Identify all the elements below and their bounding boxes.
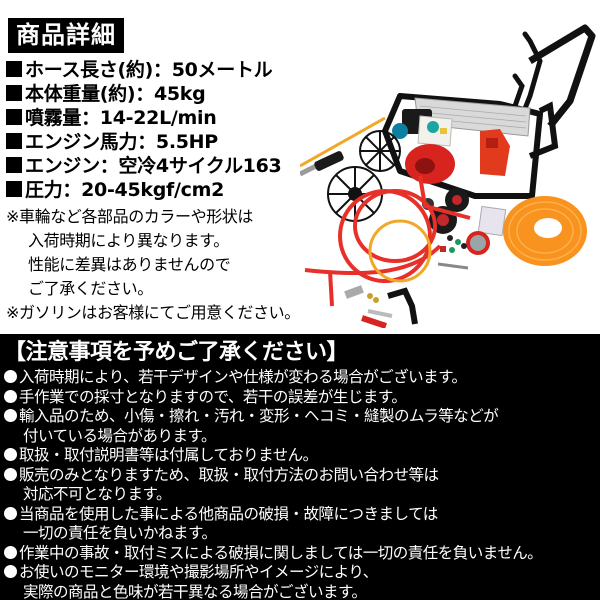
bullet-icon [4,370,17,383]
spec-pressure: 圧力：20-45kgf/cm2 [6,178,281,202]
bullet-icon [4,409,17,422]
product-details-section: 商品詳細 ホース長さ(約)：50メートル 本体重量(約)：45kg 噴霧量：14… [6,18,596,328]
caution-title: 【注意事項を予めご了承ください】 [4,340,349,365]
bullet-icon [4,467,17,481]
bullet-icon [4,545,17,559]
bullet-icon [4,506,17,520]
caution-item-continuation: 対応不可となります。 [23,485,172,503]
section-title: 商品詳細 [8,18,124,53]
spec-engine-power: エンジン馬力：5.5HP [6,130,281,154]
square-bullet-icon [6,85,22,101]
square-bullet-icon [6,157,22,173]
caution-item: 取扱・取付説明書等は付属しておりません。 [4,446,542,466]
caution-item-continuation: 実際の商品と色味が若干異なる場合がございます。 [23,582,367,600]
spec-list: ホース長さ(約)：50メートル 本体重量(約)：45kg 噴霧量：14-22L/… [6,58,282,202]
notes: ※車輪など各部品のカラーや形状は 入荷時期により異なります。 性能に差異はありま… [6,205,300,325]
note-gasoline: ※ガソリンはお客様にてご用意ください。 [6,303,300,322]
note-color-shape-cont1: 入荷時期により異なります。 [28,231,229,250]
square-bullet-icon [6,109,22,125]
engine-sprayer-product-photo-icon [300,24,596,328]
caution-item-continuation: 一切の責任を負いかねます。 [23,524,217,542]
note-color-shape-cont2: 性能に差異はありませんので [28,255,231,274]
spec-weight: 本体重量(約)：45kg [6,82,281,106]
caution-item: 入荷時期により、若干デザインや仕様が変わる場合がございます。 [4,368,542,388]
spec-engine-type: エンジン：空冷4サイクル163 [6,154,282,178]
square-bullet-icon [6,181,22,197]
caution-item: 手作業での採寸となりますので、若干の誤差が生じます。 [4,388,542,408]
caution-item: 輸入品のため、小傷・擦れ・汚れ・変形・ヘコミ・縫製のムラ等などが [4,407,542,427]
bullet-icon [4,565,17,578]
spec-spray-volume: 噴霧量：14-22L/min [6,106,281,130]
caution-item-continuation: 付いている場合があります。 [23,426,217,445]
spec-hose-length: ホース長さ(約)：50メートル [6,58,281,82]
note-color-shape: ※車輪など各部品のカラーや形状は [6,207,254,226]
square-bullet-icon [6,61,22,77]
caution-item: 作業中の事故・取付ミスによる破損に関しましては一切の責任を負いません。 [4,544,543,564]
caution-list: 入荷時期により、若干デザインや仕様が変わる場合がございます。 手作業での採寸とな… [4,368,543,600]
caution-item: 販売のみとなりますため、取扱・取付方法のお問い合わせ等は [4,466,542,486]
bullet-icon [4,389,17,403]
note-color-shape-cont3: ご了承ください。 [28,279,153,298]
square-bullet-icon [6,133,22,149]
caution-item: お使いのモニター環境や撮影場所やイメージにより、 [4,563,542,583]
caution-item: 当商品を使用した事による他商品の破損・故障につきましては [4,505,542,525]
bullet-icon [4,448,17,461]
caution-section: 【注意事項を予めご了承ください】 入荷時期により、若干デザインや仕様が変わる場合… [0,334,600,600]
